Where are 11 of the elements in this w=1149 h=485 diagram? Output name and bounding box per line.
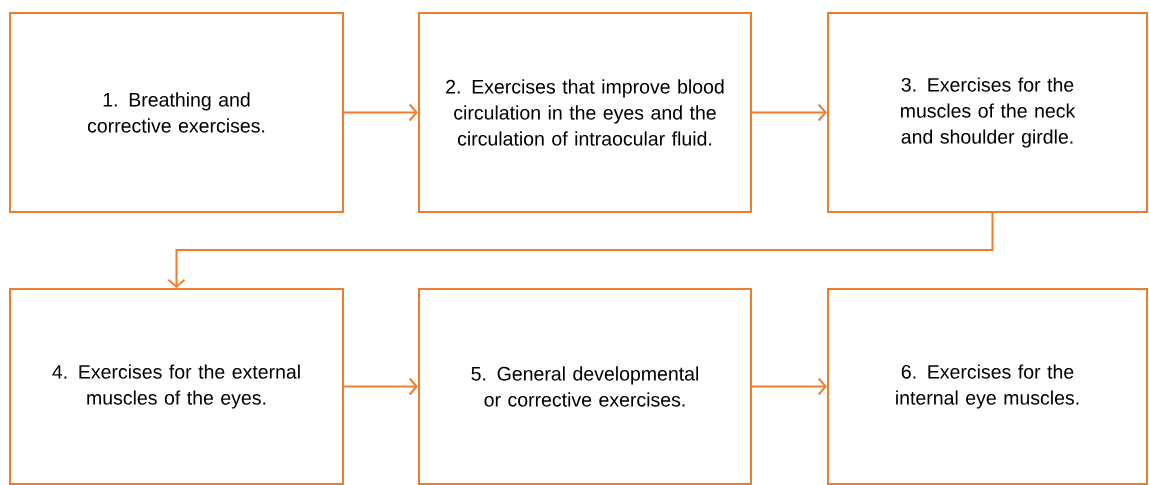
step-box: 4. Exercises for the external muscles of the eyes. <box>9 288 344 485</box>
arrow <box>167 212 994 288</box>
step-box: 6. Exercises for the internal eye muscles. <box>827 288 1148 485</box>
arrow <box>343 377 418 396</box>
arrow <box>751 377 827 396</box>
step-box: 1. Breathing and corrective exercises. <box>9 12 344 213</box>
step-box: 3. Exercises for the muscles of the neck and shoulder girdle. <box>827 12 1148 213</box>
step-box: 5. General developmental or corrective exercises. <box>418 288 752 485</box>
arrow <box>343 103 418 122</box>
arrow <box>751 103 827 122</box>
step-box: 2. Exercises that improve blood circulation in the eyes and the circulation of intraocular fluid. <box>418 12 752 213</box>
